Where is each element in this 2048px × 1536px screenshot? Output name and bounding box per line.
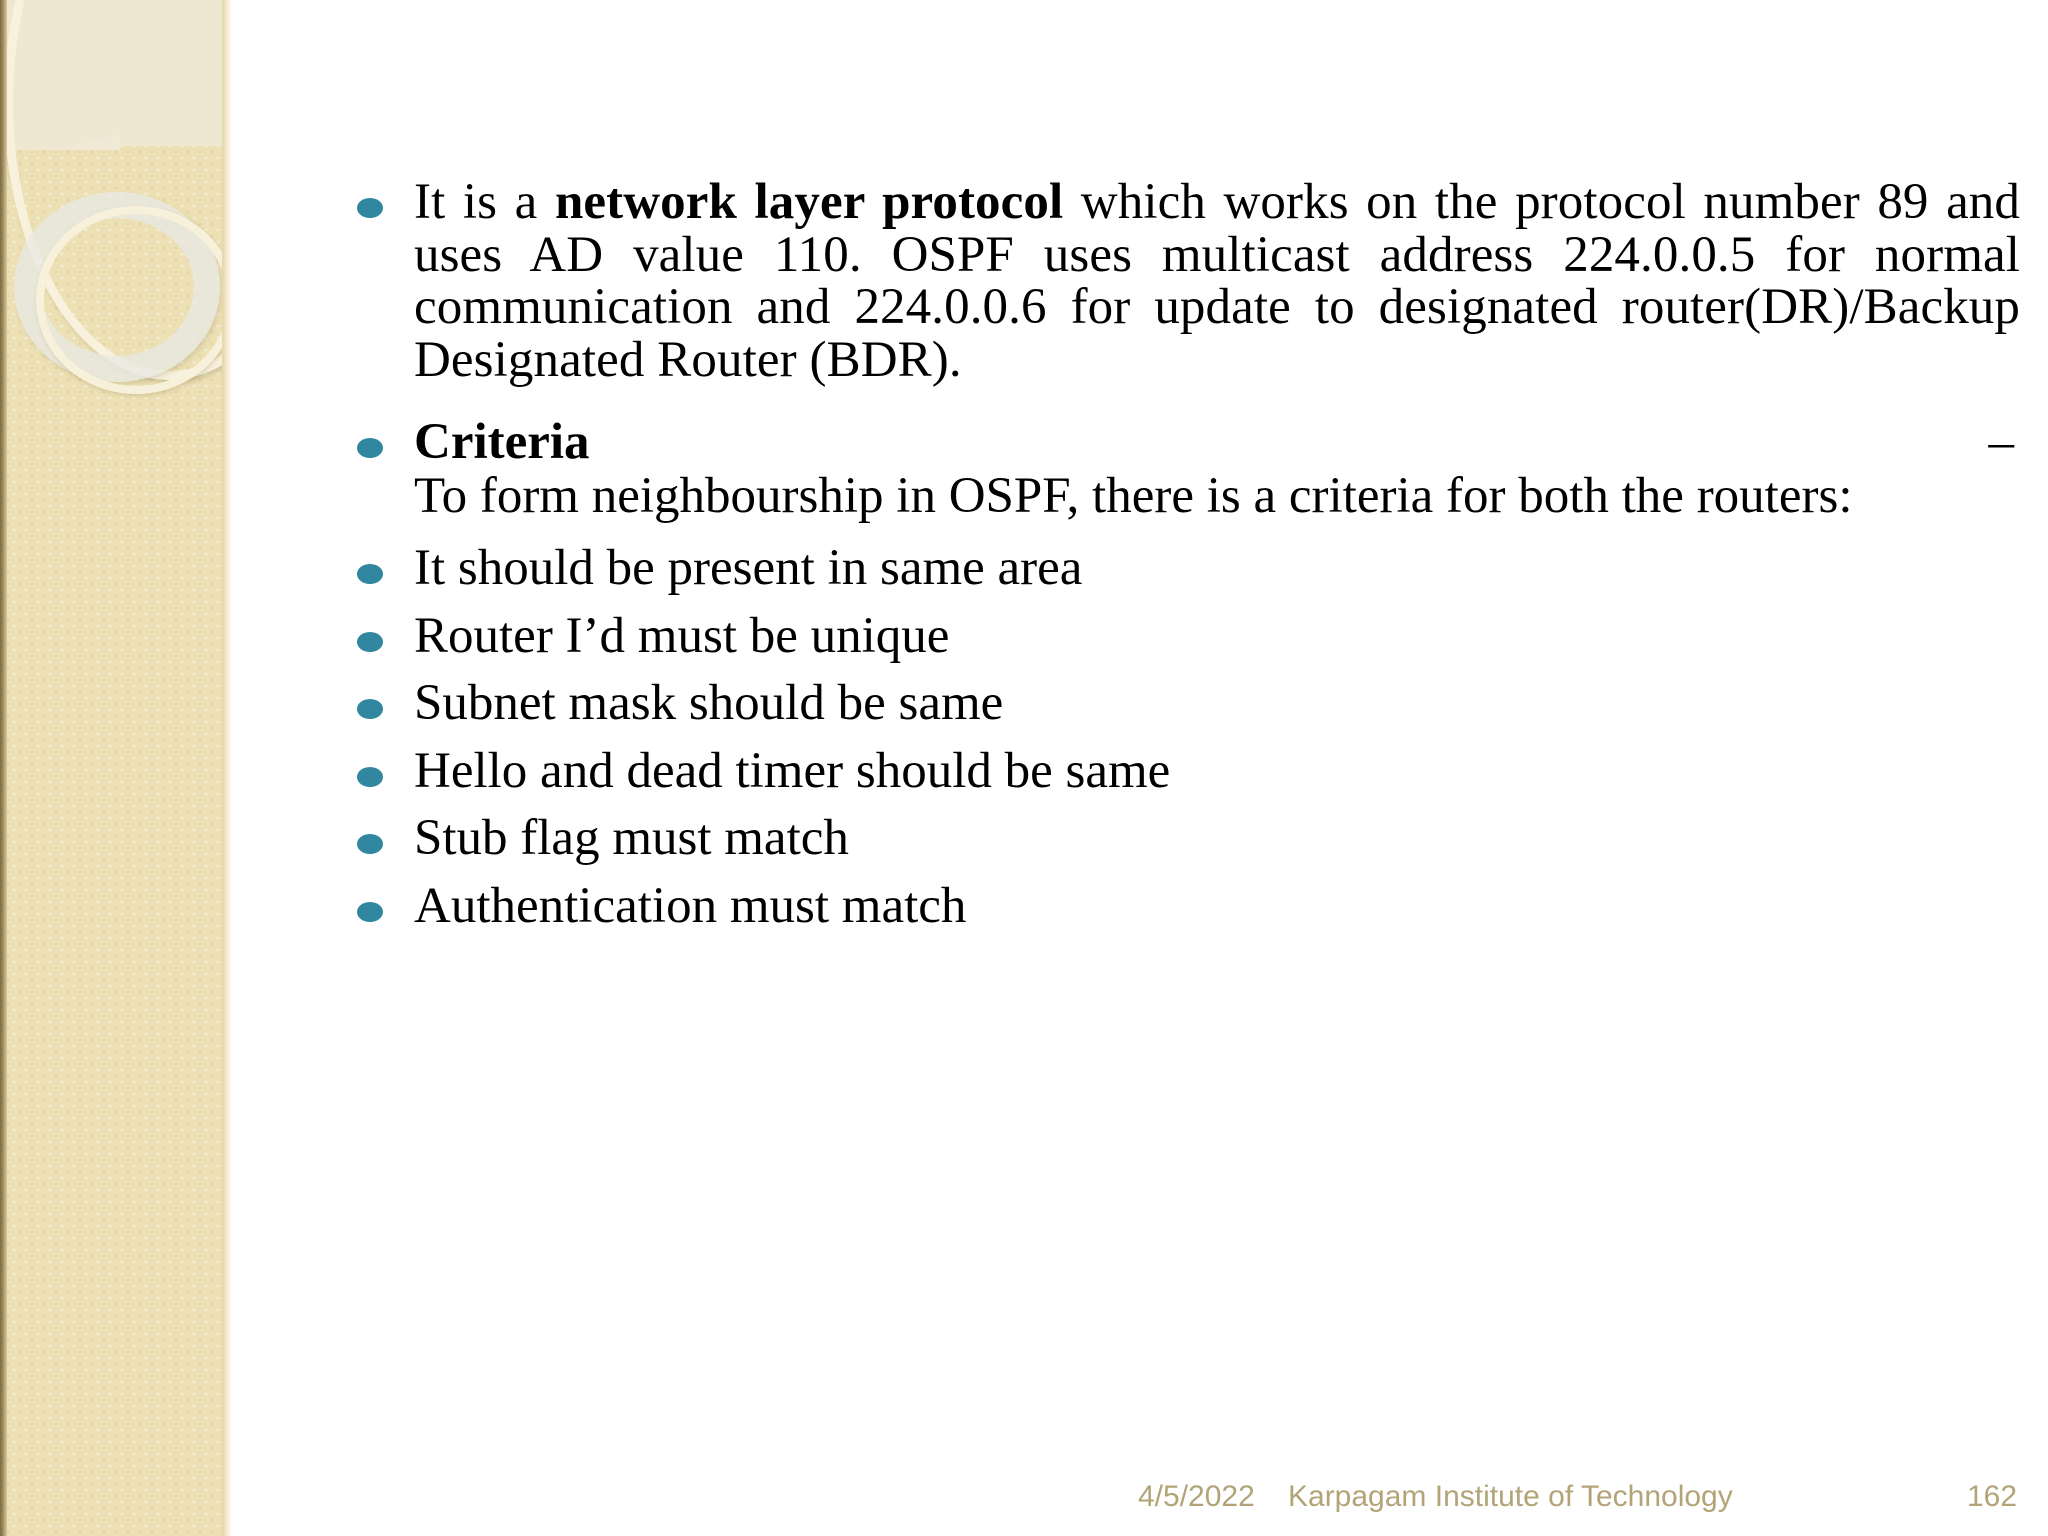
- sidebar-cream-ring-icon: [36, 206, 232, 394]
- decorative-sidebar: [0, 0, 232, 1536]
- footer-page-number: 162: [1967, 1480, 2018, 1513]
- bullet-dot-icon: [357, 901, 383, 922]
- bullet-item-criteria-2: Subnet mask should be same: [330, 677, 2020, 731]
- sidebar-left-stripe: [0, 0, 7, 1536]
- sidebar-right-edge: [222, 0, 232, 1536]
- bullet1-bold-phrase: network layer protocol: [554, 174, 1064, 230]
- criteria-item-label: Authentication must match: [414, 877, 967, 934]
- criteria-dash: –: [1988, 414, 2015, 471]
- bullet-item-criteria-1: Router I’d must be unique: [330, 607, 2020, 664]
- bullet-dot-icon: [357, 699, 383, 720]
- criteria-description: To form neighbourship in OSPF, there is …: [414, 467, 1853, 524]
- bullet-text-protocol-description: It is a network layer protocol which wor…: [414, 176, 2020, 386]
- bullet-dot-icon: [357, 564, 383, 585]
- criteria-heading: Criteria: [414, 414, 590, 471]
- bullet-dot-icon: [357, 438, 383, 459]
- bullet-dot-icon: [357, 834, 383, 855]
- bullet-dot-icon: [357, 198, 383, 218]
- criteria-item-label: It should be present in same area: [414, 540, 1083, 597]
- criteria-heading-row: Criteria –: [414, 416, 2020, 470]
- bullet-item-criteria-3: Hello and dead timer should be same: [330, 742, 2020, 799]
- bullet-item-protocol-description: It is a network layer protocol which wor…: [330, 176, 2020, 386]
- slide-body: It is a network layer protocol which wor…: [330, 176, 2020, 933]
- slide-footer: 4/5/2022 Karpagam Institute of Technolog…: [0, 1480, 2048, 1524]
- bullet-dot-icon: [357, 766, 383, 787]
- bullet-item-criteria-5: Authentication must match: [330, 877, 2020, 934]
- bullet-item-criteria-0: It should be present in same area: [330, 542, 2020, 596]
- bullet-dot-icon: [357, 631, 383, 652]
- footer-organization: Karpagam Institute of Technology: [1288, 1480, 1733, 1513]
- criteria-item-label: Hello and dead timer should be same: [414, 742, 1171, 799]
- criteria-item-label: Subnet mask should be same: [414, 675, 1004, 732]
- bullet1-prefix: It is a: [414, 174, 555, 230]
- criteria-item-label: Stub flag must match: [414, 810, 849, 867]
- bullet-item-criteria: Criteria – To form neighbourship in OSPF…: [330, 416, 2020, 522]
- footer-date: 4/5/2022: [1138, 1480, 1255, 1513]
- bullet-item-criteria-4: Stub flag must match: [330, 812, 2020, 866]
- criteria-item-label: Router I’d must be unique: [414, 607, 950, 664]
- bullet1-suffix: which works on the protocol number 89 an…: [414, 174, 2021, 388]
